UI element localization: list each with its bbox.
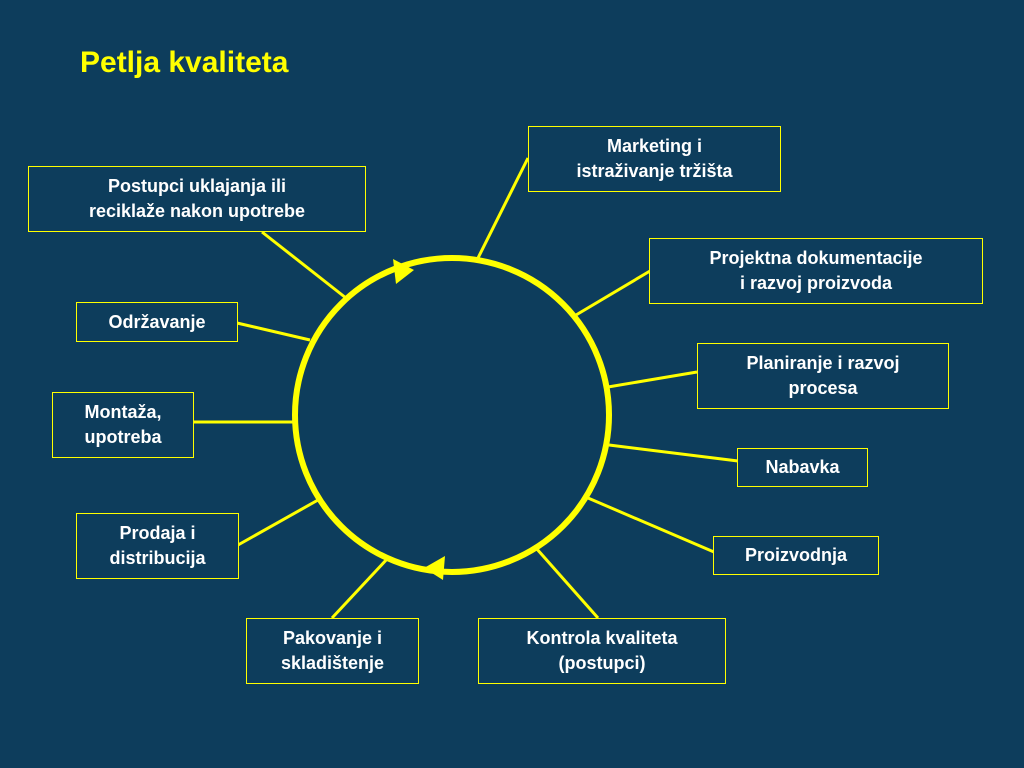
node-marketing: Marketing i istraživanje tržišta	[528, 126, 781, 192]
node-nabavka: Nabavka	[737, 448, 868, 487]
node-prodaja: Prodaja i distribucija	[76, 513, 239, 579]
connector-pakovanje	[330, 556, 390, 620]
connector-prodaja	[237, 498, 319, 547]
arrow-top-icon	[393, 259, 414, 284]
node-planiranje: Planiranje i razvoj procesa	[697, 343, 949, 409]
node-odrzavanje: Održavanje	[76, 302, 238, 342]
connector-planiranje	[607, 370, 698, 389]
node-postupci: Postupci uklajanja ili reciklaže nakon u…	[28, 166, 366, 232]
connector-kontrola	[534, 547, 600, 619]
node-projektna: Projektna dokumentacije i razvoj proizvo…	[649, 238, 983, 304]
node-montaza: Montaža, upotreba	[52, 392, 194, 458]
connector-postupci	[261, 230, 347, 300]
loop-circle	[292, 255, 612, 575]
connector-marketing	[474, 157, 530, 263]
node-kontrola: Kontrola kvaliteta (postupci)	[478, 618, 726, 684]
arrow-bottom-icon	[424, 556, 445, 580]
connector-proizvodnja	[587, 496, 715, 554]
page-title: Petlja kvaliteta	[80, 46, 289, 79]
node-pakovanje: Pakovanje i skladištenje	[246, 618, 419, 684]
connector-projektna	[575, 269, 651, 317]
connector-nabavka	[608, 443, 739, 463]
connector-odrzavanje	[236, 321, 311, 342]
node-proizvodnja: Proizvodnja	[713, 536, 879, 575]
